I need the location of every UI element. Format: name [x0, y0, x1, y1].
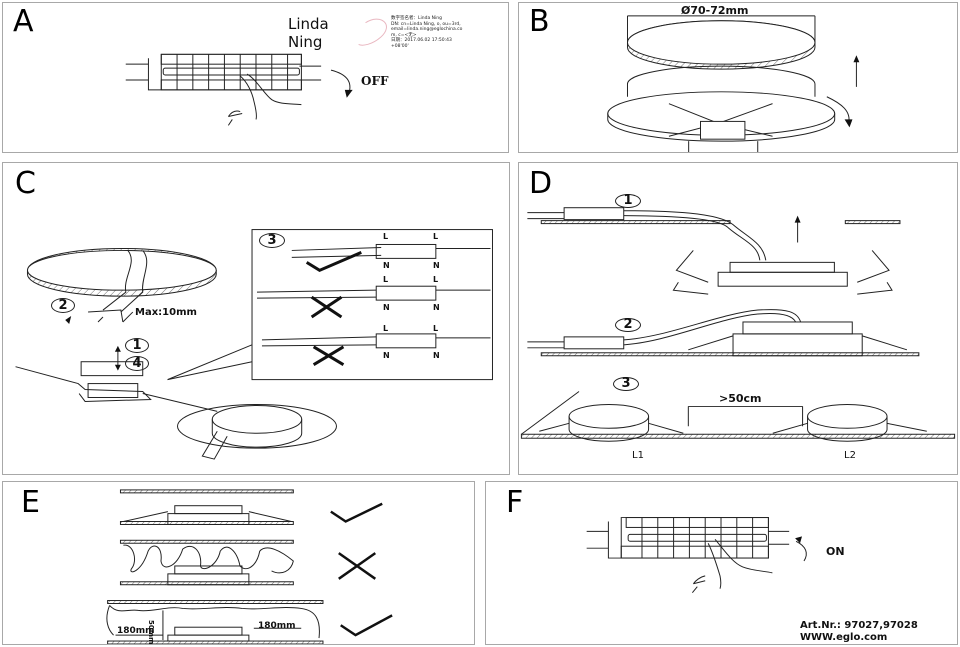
cross-mark-icon: [312, 345, 345, 366]
mounting-steps-illustration: [520, 207, 956, 442]
arrow-up-icon: [795, 536, 803, 544]
panel-letter-e: E: [21, 485, 40, 520]
panel-letter-c: C: [15, 166, 36, 201]
terminal-n-label: N: [383, 351, 390, 360]
signature-scribble: [358, 18, 387, 46]
terminal-n-label: N: [433, 351, 440, 360]
lamp-label-l2: L2: [844, 450, 856, 461]
panel-b: B Ø70-72mm: [518, 2, 958, 153]
lamp-label-l1: L1: [632, 450, 644, 461]
check-mark-icon: [305, 251, 362, 272]
wiring-connection-illustration: [15, 229, 493, 460]
cross-mark-icon: [310, 295, 343, 319]
arrow-up-icon: [114, 345, 121, 352]
arrow-up-icon: [853, 55, 860, 63]
signature-name-line2: Ning: [288, 33, 323, 51]
insulation-clearance-illustration: [106, 489, 393, 644]
step-4-badge: 4: [125, 356, 149, 371]
terminal-l-label: L: [383, 232, 389, 241]
panel-letter-a: A: [13, 4, 34, 39]
clearance-left-label: 180mm: [117, 626, 155, 636]
cross-mark-icon: [338, 552, 377, 580]
breaker-modules: [641, 517, 754, 559]
signature-metadata: 数字签名者：Linda Ning DN: cn=Linda Ning, o, o…: [391, 16, 463, 49]
on-label: ON: [826, 545, 845, 558]
step-1-badge: 1: [615, 194, 641, 208]
cutout-diameter-label: Ø70-72mm: [681, 4, 749, 17]
website-text: WWW.eglo.com: [800, 632, 888, 643]
connector-detail-rows: [256, 243, 491, 349]
terminal-l-label: L: [433, 232, 439, 241]
breaker-switch-on-illustration: [586, 517, 807, 593]
panel-letter-b: B: [529, 4, 550, 39]
terminal-l-label: L: [433, 275, 439, 284]
ceiling-cutout-illustration: [607, 15, 860, 152]
spacing-label: >50cm: [719, 392, 762, 405]
panel-a: A Linda Ning 数字签名者：Linda Ning DN: cn=Lin…: [2, 2, 509, 153]
step-3-badge: 3: [259, 233, 285, 248]
terminal-n-label: N: [433, 303, 440, 312]
terminal-n-label: N: [383, 303, 390, 312]
breaker-modules: [176, 54, 289, 90]
panel-c: C Max:10mm 1 2 3 4 L L N N L L N N L L N…: [2, 162, 510, 475]
article-number: Art.Nr.: 97027,97028: [800, 620, 918, 631]
rotate-arrow-icon: [844, 119, 853, 128]
strip-length-label: Max:10mm: [135, 307, 197, 318]
panel-letter-d: D: [529, 166, 553, 201]
step-3-badge: 3: [613, 377, 639, 391]
terminal-n-label: N: [383, 261, 390, 270]
step-1-badge: 1: [125, 338, 149, 353]
arrow-diagonal-icon: [65, 316, 72, 324]
terminal-l-label: L: [383, 324, 389, 333]
terminal-l-label: L: [383, 275, 389, 284]
terminal-l-label: L: [433, 324, 439, 333]
arrow-down-icon: [114, 364, 121, 371]
panel-letter-f: F: [506, 485, 524, 520]
check-mark-icon: [340, 614, 393, 637]
panel-d: D 1 2 3 >50cm L1 L2: [518, 162, 958, 475]
step-2-badge: 2: [51, 298, 75, 313]
signature-name-line1: Linda: [288, 15, 329, 33]
arrow-up-icon: [794, 215, 801, 223]
check-mark-icon: [330, 502, 383, 523]
clearance-right-label: 180mm: [258, 621, 296, 631]
panel-e: E 50mm 180mm 180mm: [2, 481, 475, 645]
panel-f: F ON Art.Nr.: 97027,97028 WWW.eglo.com: [485, 481, 958, 645]
off-label: OFF: [361, 74, 389, 88]
terminal-n-label: N: [433, 261, 440, 270]
arrow-down-icon: [344, 89, 353, 98]
step-2-badge: 2: [615, 318, 641, 332]
breaker-switch-off-illustration: [125, 18, 387, 126]
